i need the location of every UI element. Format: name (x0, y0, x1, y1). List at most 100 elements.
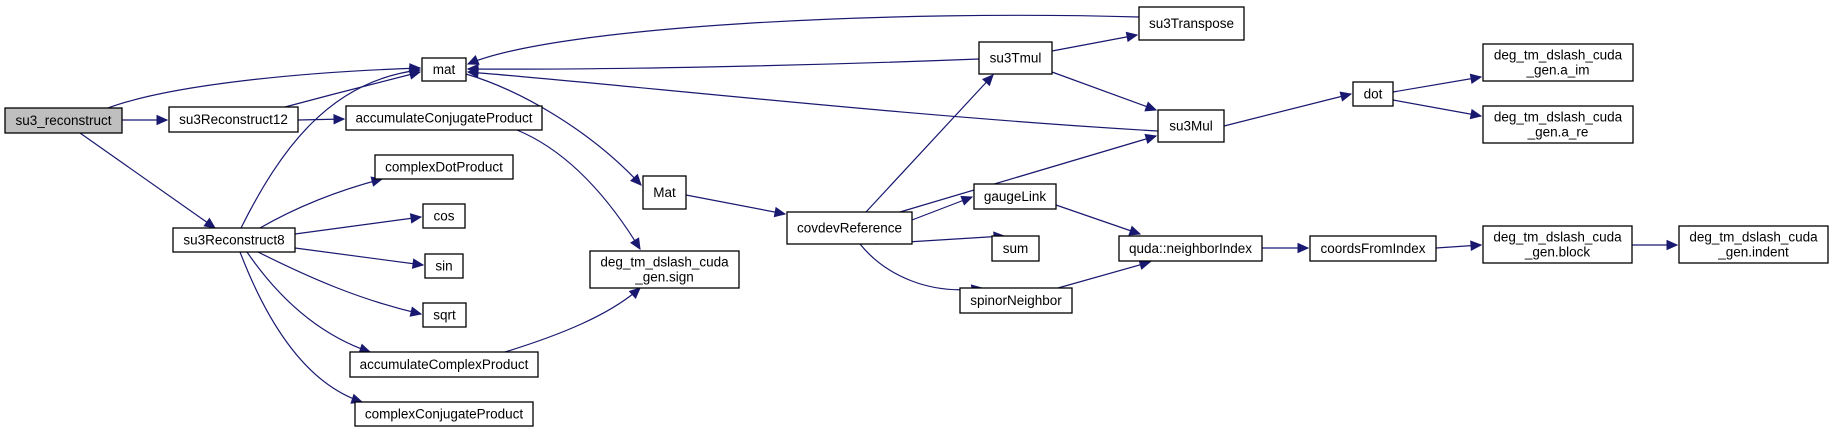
arrowhead-icon (409, 306, 423, 317)
edge-covdevReference-to-spinorNeighbor (859, 243, 984, 295)
node-label: coordsFromIndex (1320, 241, 1425, 256)
node-box[interactable] (1678, 225, 1829, 264)
node-a_im[interactable]: deg_tm_dslash_cuda_gen.a_im (1482, 43, 1634, 82)
node-label: complexDotProduct (385, 160, 503, 175)
edge-su3_reconstruct-to-su3Reconstruct12 (122, 114, 169, 126)
arrowhead-icon (466, 67, 479, 79)
node-sum[interactable]: sum (991, 235, 1040, 262)
edge-line (865, 74, 994, 213)
arrowhead-icon (1138, 259, 1152, 270)
node-box[interactable] (1309, 235, 1437, 262)
node-label: covdevReference (797, 221, 902, 236)
node-box[interactable] (4, 107, 123, 134)
edge-line (107, 67, 421, 109)
arrowhead-icon (1469, 73, 1483, 84)
node-box[interactable] (978, 41, 1053, 75)
edge-su3Tmul-to-mat (466, 58, 980, 75)
node-cos[interactable]: cos (422, 203, 466, 229)
node-neighborIndex[interactable]: quda::neighborIndex (1118, 235, 1263, 262)
edge-line (516, 129, 641, 250)
edge-su3Mul-to-dot (1223, 91, 1353, 127)
node-label: su3_reconstruct (15, 113, 111, 128)
node-box[interactable] (1482, 225, 1633, 264)
node-su3Tmul[interactable]: su3Tmul (978, 41, 1053, 75)
node-box[interactable] (168, 106, 299, 133)
edges-layer (79, 14, 1679, 404)
node-box[interactable] (422, 203, 466, 229)
node-box[interactable] (1482, 105, 1634, 144)
node-box[interactable] (1157, 109, 1225, 143)
edge-line (246, 251, 371, 353)
edge-Mat-to-covdevReference (685, 194, 787, 218)
node-accumulateComplexProduct[interactable]: accumulateComplexProduct (349, 351, 539, 378)
edge-coordsFromIndex-to-block (1435, 240, 1483, 251)
node-gaugeLink[interactable]: gaugeLink (973, 183, 1057, 210)
node-label: dot (1364, 87, 1383, 102)
node-complexConjugateProduct[interactable]: complexConjugateProduct (354, 401, 534, 427)
edge-neighborIndex-to-coordsFromIndex (1262, 242, 1310, 254)
node-box[interactable] (1482, 43, 1634, 82)
node-spinorNeighbor[interactable]: spinorNeighbor (959, 287, 1073, 314)
arrowhead-icon (156, 114, 169, 126)
node-box[interactable] (421, 57, 467, 82)
node-box[interactable] (642, 175, 687, 210)
arrowhead-icon (1469, 108, 1483, 120)
node-box[interactable] (959, 287, 1073, 314)
node-Mat[interactable]: Mat (642, 175, 687, 210)
node-box[interactable] (354, 401, 534, 427)
node-label: su3Tmul (990, 51, 1042, 66)
node-label: accumulateComplexProduct (360, 357, 529, 372)
edge-line (284, 71, 421, 108)
node-label: deg_tm_dslash_cuda (1494, 48, 1623, 63)
node-indent[interactable]: deg_tm_dslash_cuda_gen.indent (1678, 225, 1829, 264)
node-box[interactable] (589, 250, 740, 289)
arrowhead-icon (1339, 91, 1353, 102)
edge-line (1057, 261, 1151, 289)
arrowhead-icon (411, 258, 425, 269)
arrowhead-icon (408, 65, 422, 77)
node-sqrt[interactable]: sqrt (422, 302, 467, 328)
node-mat[interactable]: mat (421, 57, 467, 82)
node-su3Transpose[interactable]: su3Transpose (1138, 6, 1245, 41)
node-box[interactable] (786, 211, 913, 245)
arrowhead-icon (1144, 101, 1158, 112)
node-su3_reconstruct[interactable]: su3_reconstruct (4, 107, 123, 134)
edge-covdevReference-to-su3Tmul (865, 74, 994, 213)
node-sin[interactable]: sin (424, 253, 464, 279)
node-label: su3Reconstruct12 (179, 112, 288, 127)
node-block[interactable]: deg_tm_dslash_cuda_gen.block (1482, 225, 1633, 264)
node-label: Mat (653, 185, 676, 200)
node-box[interactable] (345, 105, 543, 131)
node-coordsFromIndex[interactable]: coordsFromIndex (1309, 235, 1437, 262)
node-box[interactable] (973, 183, 1057, 210)
node-box[interactable] (1352, 81, 1394, 107)
edge-line (1223, 93, 1352, 127)
node-box[interactable] (424, 253, 464, 279)
arrowhead-icon (1297, 242, 1310, 254)
node-covdevReference[interactable]: covdevReference (786, 211, 913, 245)
node-su3Reconstruct12[interactable]: su3Reconstruct12 (168, 106, 299, 133)
edge-su3Reconstruct8-to-complexConjugateProduct (239, 251, 364, 404)
node-a_re[interactable]: deg_tm_dslash_cuda_gen.a_re (1482, 105, 1634, 144)
edge-su3Reconstruct8-to-cos (294, 213, 423, 235)
node-complexDotProduct[interactable]: complexDotProduct (374, 154, 514, 180)
edge-accumulateComplexProduct-to-sign (504, 287, 641, 353)
node-label: su3Mul (1169, 119, 1213, 134)
node-label: spinorNeighbor (970, 293, 1062, 308)
node-box[interactable] (422, 302, 467, 328)
node-box[interactable] (172, 227, 296, 253)
node-box[interactable] (991, 235, 1040, 262)
node-dot[interactable]: dot (1352, 81, 1394, 107)
node-box[interactable] (349, 351, 539, 378)
node-su3Mul[interactable]: su3Mul (1157, 109, 1225, 143)
node-accumulateConjugateProduct[interactable]: accumulateConjugateProduct (345, 105, 543, 131)
node-box[interactable] (1118, 235, 1263, 262)
node-box[interactable] (374, 154, 514, 180)
node-box[interactable] (1138, 6, 1245, 41)
node-sign[interactable]: deg_tm_dslash_cuda_gen.sign (589, 250, 740, 289)
edge-covdevReference-to-gaugeLink (911, 195, 974, 221)
edge-su3_reconstruct-to-su3Reconstruct8 (79, 132, 216, 229)
node-su3Reconstruct8[interactable]: su3Reconstruct8 (172, 227, 296, 253)
arrowhead-icon (409, 213, 423, 224)
